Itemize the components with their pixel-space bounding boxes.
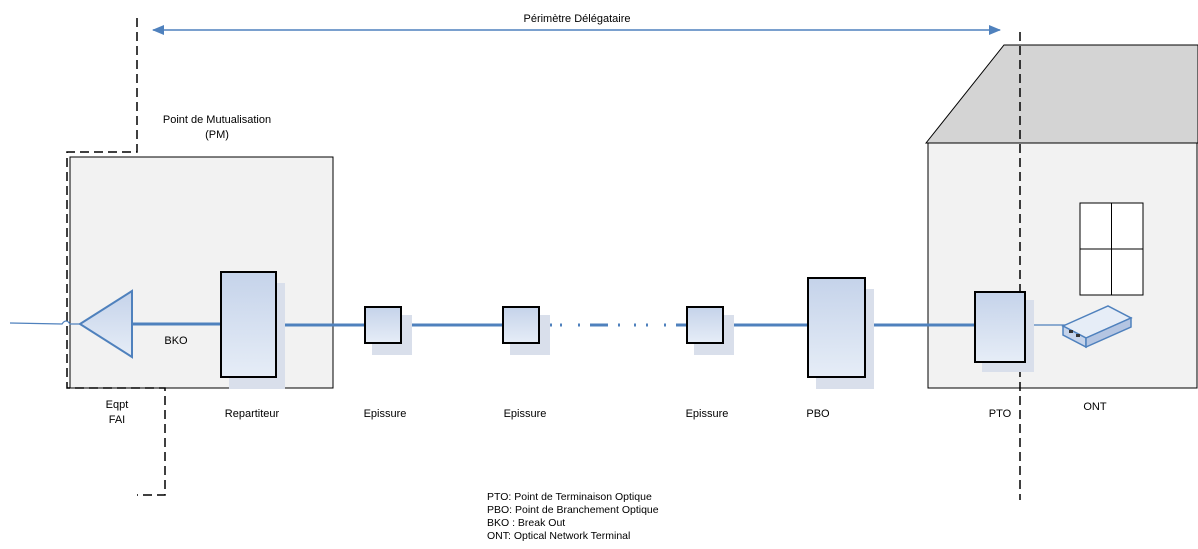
epissure-1-label: Epissure xyxy=(364,408,407,420)
pm-label-line2: (PM) xyxy=(205,129,229,141)
pm-label-line1: Point de Mutualisation xyxy=(163,114,271,126)
epissure-2-box xyxy=(502,306,540,344)
eqpt-label-line2: FAI xyxy=(109,414,126,426)
ont-device-icon xyxy=(1061,305,1133,349)
pbo-box xyxy=(807,277,866,378)
window-icon xyxy=(1079,202,1144,296)
bko-label: BKO xyxy=(164,335,188,347)
ont-label: ONT xyxy=(1083,401,1107,413)
house-icon xyxy=(924,44,1198,389)
epissure-2-label: Epissure xyxy=(504,408,547,420)
repartiteur-label: Repartiteur xyxy=(225,408,280,420)
incoming-fiber xyxy=(9,320,82,325)
epissure-3-label: Epissure xyxy=(686,408,729,420)
house-roof xyxy=(924,44,1198,144)
repartiteur-box xyxy=(220,271,277,378)
pto-box xyxy=(974,291,1026,363)
legend-item-bko: BKO : Break Out xyxy=(487,517,565,529)
perimeter-label: Périmètre Délégataire xyxy=(524,13,631,25)
epissure-1-box xyxy=(364,306,402,344)
eqpt-label-line1: Eqpt xyxy=(106,399,129,411)
legend: PTO: Point de Terminaison Optique PBO: P… xyxy=(487,491,659,542)
pbo-label: PBO xyxy=(806,408,830,420)
triangle-amplifier-icon xyxy=(78,289,133,359)
legend-item-pbo: PBO: Point de Branchement Optique xyxy=(487,504,659,516)
pm-enclosure xyxy=(69,156,334,389)
pm-boundary-dashed xyxy=(66,18,166,496)
legend-item-ont: ONT: Optical Network Terminal xyxy=(487,530,630,542)
epissure-3-box xyxy=(686,306,724,344)
pto-label: PTO xyxy=(989,408,1012,420)
legend-item-pto: PTO: Point de Terminaison Optique xyxy=(487,491,652,503)
house-body xyxy=(927,142,1198,389)
